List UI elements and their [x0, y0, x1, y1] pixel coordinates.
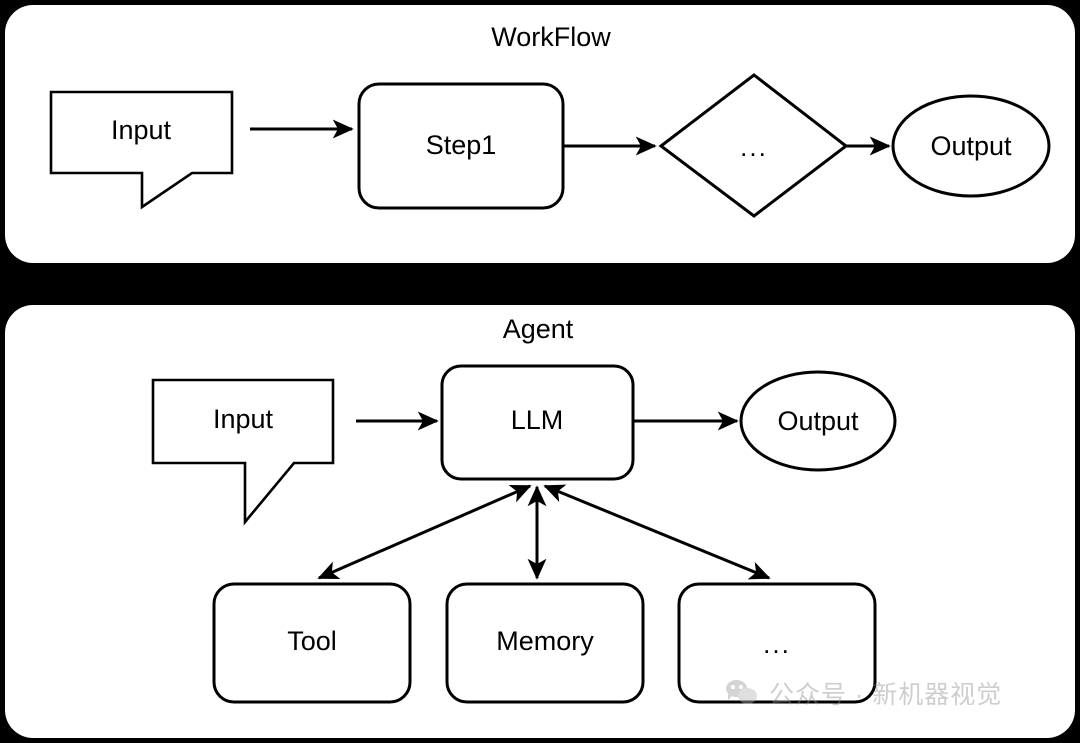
panel-workflow-title: WorkFlow — [491, 22, 611, 52]
node-ag-input-label: Input — [213, 404, 274, 434]
rounded-rect-shape — [677, 582, 877, 704]
panel-workflow: WorkFlow Input Step1 ... — [5, 5, 1075, 263]
node-ag-tool[interactable]: Tool — [212, 582, 412, 704]
node-wf-input[interactable]: Input — [49, 90, 234, 210]
node-ag-tool-label: Tool — [287, 626, 337, 656]
node-ag-dots[interactable]: ... — [677, 582, 877, 704]
node-wf-input-label: Input — [111, 115, 172, 145]
callout-shape — [49, 90, 234, 210]
edge-llm-to-dots — [543, 484, 771, 580]
panel-agent-title: Agent — [503, 314, 574, 344]
node-wf-dots-label: ... — [740, 132, 768, 162]
rounded-rect-shape — [445, 582, 645, 704]
node-ag-output-label: Output — [777, 406, 859, 436]
node-ag-input[interactable]: Input — [151, 378, 335, 526]
ellipse-shape — [739, 370, 897, 472]
node-ag-memory-label: Memory — [496, 626, 594, 656]
callout-shape — [151, 378, 335, 526]
node-ag-llm[interactable]: LLM — [440, 364, 635, 481]
node-ag-llm-label: LLM — [511, 405, 564, 435]
rounded-rect-shape — [212, 582, 412, 704]
node-wf-output-label: Output — [930, 131, 1012, 161]
node-wf-step1[interactable]: Step1 — [357, 82, 565, 210]
panel-agent: Agent Input LLM Output — [5, 305, 1075, 738]
node-wf-step1-label: Step1 — [426, 130, 497, 160]
node-ag-output[interactable]: Output — [739, 370, 897, 472]
node-wf-output[interactable]: Output — [891, 94, 1051, 198]
node-ag-memory[interactable]: Memory — [445, 582, 645, 704]
node-ag-dots-label: ... — [763, 629, 791, 659]
ellipse-shape — [891, 94, 1051, 198]
edge-llm-to-tool — [317, 484, 532, 580]
